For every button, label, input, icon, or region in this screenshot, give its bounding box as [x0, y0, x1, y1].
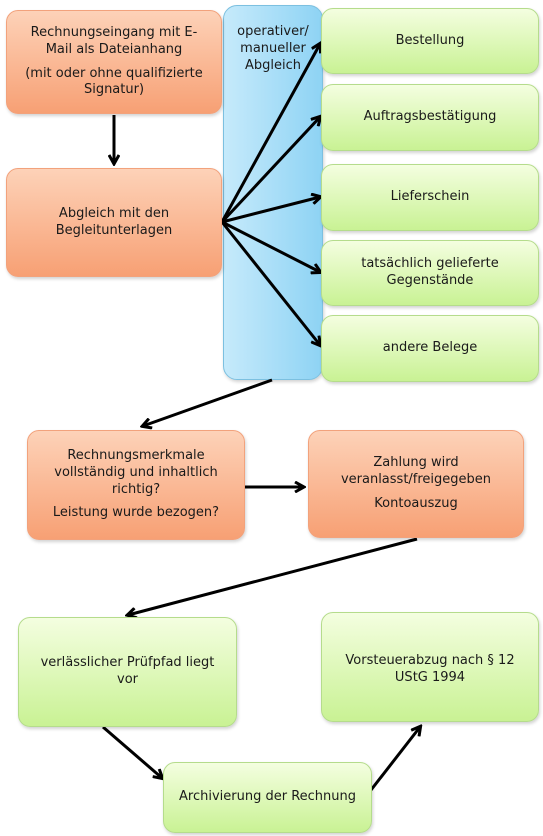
arrow-to-order-confirmation	[220, 117, 320, 224]
arrow-band-to-invoice-features	[143, 378, 273, 426]
input-tax-line-2: UStG 1994	[394, 669, 466, 685]
email-receipt-line-1: Rechnungseingang mit E-	[30, 24, 198, 40]
other-documents-box: andere Belege	[321, 315, 539, 382]
arrow-payment-to-audit-trail	[128, 537, 418, 615]
arrow-audit-trail-to-archiving	[102, 725, 162, 778]
invoice-features-box: Rechnungsmerkmale vollständig und inhalt…	[27, 430, 245, 540]
email-receipt-box: Rechnungseingang mit E- Mail als Dateian…	[6, 10, 222, 114]
archiving-box: Archivierung der Rechnung	[163, 762, 372, 833]
order-box: Bestellung	[321, 8, 539, 74]
other-documents-label: andere Belege	[382, 340, 478, 356]
order-confirmation-label: Auftragsbestätigung	[363, 109, 497, 125]
arrow-archiving-to-input-tax	[369, 727, 420, 791]
invoice-features-line-3: richtig?	[111, 481, 161, 497]
order-label: Bestellung	[395, 32, 465, 48]
audit-trail-line-1: verlässlicher Prüfpfad liegt	[40, 655, 215, 671]
invoice-features-line-2: vollständig und inhaltlich	[54, 464, 218, 480]
manual-check-line-1: operativer/	[237, 24, 309, 39]
reconciliation-line-2: Begleitunterlagen	[55, 222, 173, 238]
payment-note: Kontoauszug	[374, 495, 458, 511]
arrow-to-delivered-items	[221, 220, 320, 272]
reconciliation-line-1: Abgleich mit den	[58, 205, 170, 221]
audit-trail-line-2: vor	[117, 672, 138, 687]
reconciliation-box: Abgleich mit den Begleitunterlagen	[6, 168, 222, 277]
email-receipt-line-2: Mail als Dateianhang	[45, 41, 183, 57]
audit-trail-box: verlässlicher Prüfpfad liegt vor	[18, 617, 237, 727]
invoice-features-line-1: Rechnungsmerkmale	[67, 447, 205, 463]
input-tax-line-1: Vorsteuerabzug nach § 12	[345, 653, 515, 668]
order-confirmation-box: Auftragsbestätigung	[321, 84, 539, 151]
delivered-items-line-1: tatsächlich gelieferte	[361, 256, 499, 272]
delivery-note-label: Lieferschein	[390, 189, 470, 205]
arrow-to-order	[220, 44, 320, 223]
input-tax-box: Vorsteuerabzug nach § 12 UStG 1994	[321, 612, 539, 722]
payment-line-2: veranlasst/freigegeben	[340, 472, 492, 488]
invoice-features-note: Leistung wurde bezogen?	[52, 505, 220, 521]
arrow-to-other-documents	[220, 221, 320, 345]
email-receipt-note-2: Signatur)	[83, 82, 145, 98]
payment-box: Zahlung wird veranlasst/freigegeben Kont…	[308, 430, 524, 538]
manual-check-line-3: Abgleich	[244, 57, 301, 73]
archiving-label: Archivierung der Rechnung	[179, 789, 356, 805]
delivered-items-box: tatsächlich gelieferte Gegenstände	[321, 240, 539, 306]
payment-line-1: Zahlung wird	[373, 455, 459, 471]
delivered-items-line-2: Gegenstände	[386, 273, 474, 288]
email-receipt-note-1: (mit oder ohne qualifizierte	[25, 65, 203, 81]
manual-check-line-2: manueller	[240, 40, 306, 56]
delivery-note-box: Lieferschein	[321, 164, 539, 231]
arrow-to-delivery-note	[221, 197, 320, 224]
